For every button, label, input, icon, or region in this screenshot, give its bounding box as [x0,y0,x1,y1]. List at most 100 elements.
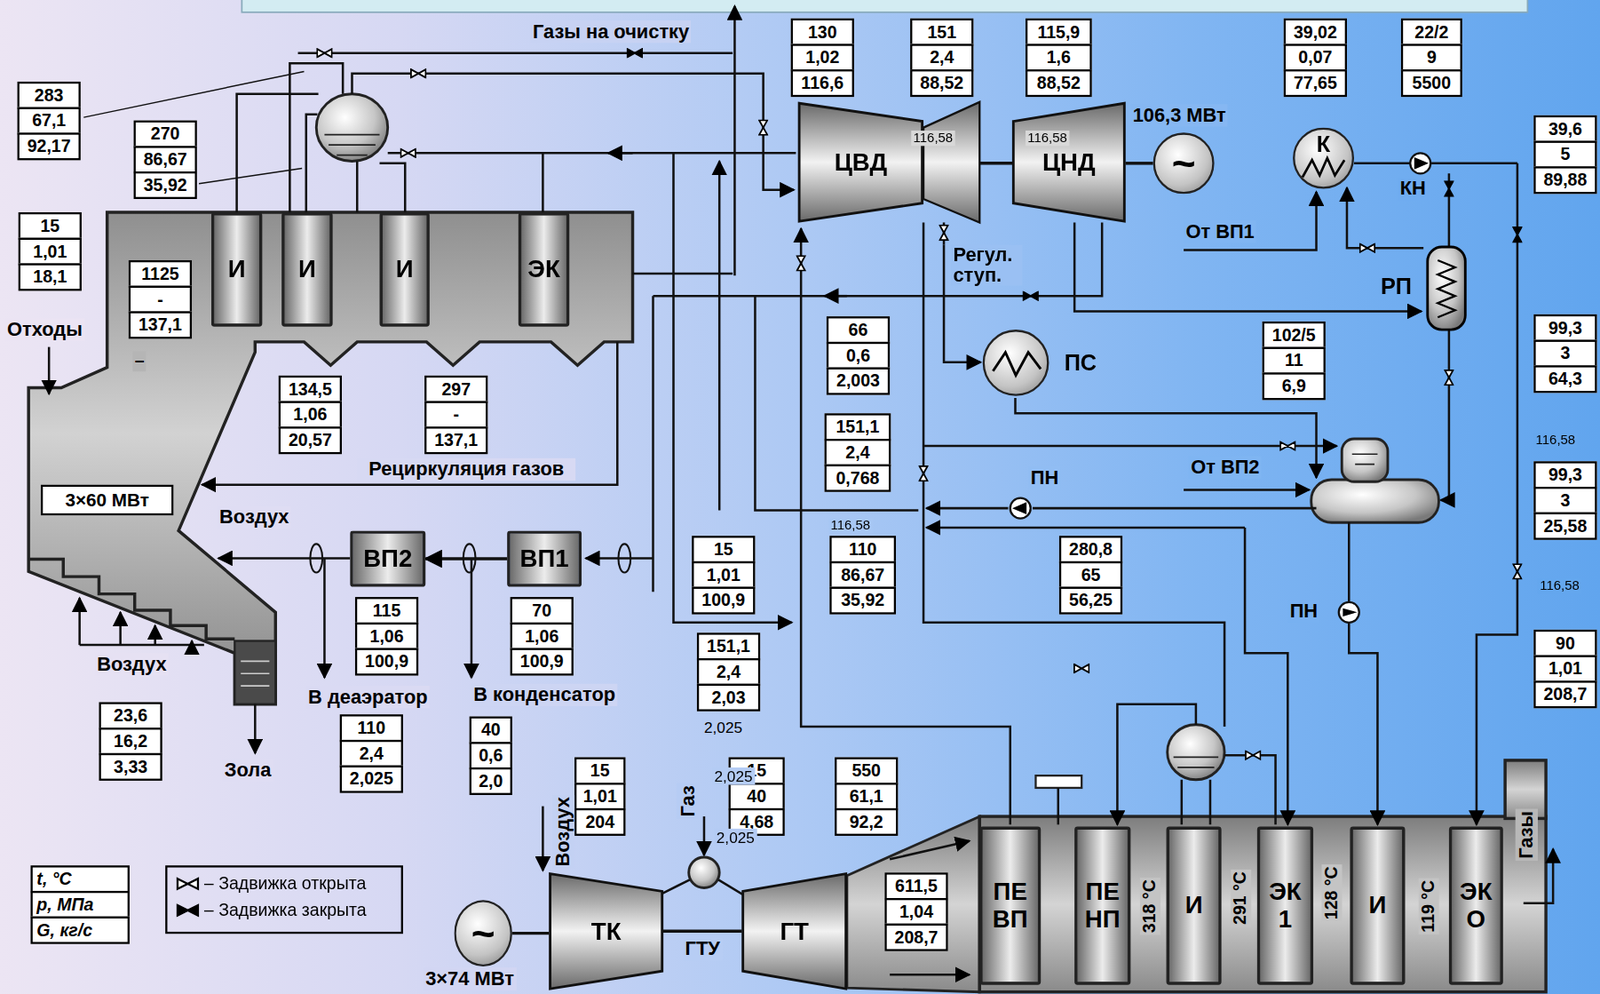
pipes [380,163,406,213]
pipes [289,63,343,213]
table-cell: 1,04 [884,897,948,926]
valves [1280,441,1296,450]
heat-exchanger-outline [1437,260,1456,317]
table-cell: 2,003 [826,367,890,396]
value-note: 2,025 [702,718,745,737]
annotation-label: Рециркуляция газов [356,458,576,481]
legend-text: – Задвижка закрыта [204,899,367,920]
coil-symbol [992,352,1041,376]
table-cell: 102/5 [1262,321,1326,349]
connector [512,931,549,935]
turbine-parts [1341,438,1388,482]
table-cell: 550 [834,756,898,785]
equipment-box: ВП2 [349,530,426,587]
table-cell: 137,1 [128,310,192,339]
table-cell: 40 [469,716,513,745]
annotation-label: Воздух [217,506,292,529]
node-label: ПС [1064,349,1097,377]
turbine-parts [1342,608,1357,617]
table-cell: 151,1 [824,412,892,441]
node-label: ПЕ ВП [992,878,1029,933]
flow-arrows [1348,622,1378,824]
table-cell: 137,1 [424,426,488,454]
table-cell: 0,07 [1283,43,1347,72]
annotation-label: – [132,350,146,371]
table-cell: 1125 [128,260,192,288]
pipes [541,152,545,213]
valve-swatch [175,902,201,918]
flow-arrows [351,73,794,191]
value-note: 2,025 [712,767,755,785]
node-label: И [228,255,246,283]
annotation-label: Воздух [95,652,169,675]
table-cell: 56,25 [1059,586,1123,615]
annotation-label: ПН [1028,466,1061,489]
condenser-circle: К [1292,127,1355,190]
flow-arrows [673,152,792,622]
heat-exchanger-outline [1427,246,1466,330]
coil-symbol [984,331,1047,394]
flow-arrows [153,625,157,645]
table-cell: 208,7 [1533,680,1597,708]
table-cell: 99,3 [1533,460,1597,489]
table-cell: 88,52 [910,69,974,97]
flow-arrows [586,556,654,560]
annotation-label: Регул. ступ. [950,245,1022,286]
table-cell: 3 [1533,486,1597,515]
flow-arrows [253,704,257,753]
table-cell: 89,88 [1533,166,1597,194]
annotation-label: От ВП2 [1188,456,1262,479]
table-cell: 208,7 [884,923,948,951]
flow-arrows [703,815,706,856]
table-cell: 1,06 [510,622,574,650]
pipes [979,161,1013,165]
annotation-label: Отходы [5,317,85,341]
parameter-table: 22/295500 [1401,18,1463,97]
table-cell: 1,02 [791,43,855,72]
equipment-box: И [380,212,430,327]
turbine-parts [1352,453,1379,464]
table-cell: 15 [18,212,82,240]
table-cell: 88,52 [1025,69,1093,97]
heater-circle: ПС [982,329,1050,397]
connector [1125,161,1154,165]
pipes [306,114,318,213]
valves [1022,292,1038,301]
turbine-outline [1013,102,1125,222]
table-cell: 40 [728,782,785,810]
table-cell: 11 [1262,347,1326,375]
turbine-section: ЦВД [798,102,924,223]
valves [1245,751,1261,760]
parameter-table: 280,86556,25 [1059,535,1123,614]
table-cell: 20,57 [278,426,342,454]
annotation-label: В конденсатор [471,683,618,706]
table-cell: 5500 [1401,69,1463,97]
pipes [79,643,205,647]
heat-exchanger: РП [1423,245,1470,333]
annotation-label: 128 °С [1322,863,1342,922]
table-cell: 2,025 [340,765,404,793]
parameter-table: 151,12,42,03 [697,632,761,711]
flow-arrows [1441,173,1450,500]
turbine-outline [799,102,923,222]
flow-arrows [923,444,1337,448]
node-label: ТК [591,916,622,945]
value-note: 116,58 [1533,432,1577,448]
flow-arrows [1476,163,1518,824]
node-label: РП [1380,273,1412,301]
flow-arrows [608,151,634,155]
annotation-label: КН [1397,177,1428,200]
title-banner [241,0,1528,13]
parameter-table: 901,01208,7 [1533,629,1597,708]
flow-arrows [118,611,122,645]
pipes [633,272,734,276]
turbine-parts [1338,601,1360,623]
node-label: К [1316,131,1331,159]
node-label: ВП2 [363,545,412,572]
flow-arrows [48,6,1553,975]
parameter-table: 11086,6735,92 [829,535,896,614]
boiler [316,94,388,162]
equipment-box: И [1166,826,1222,985]
annotation-label: Воздух [552,794,575,869]
